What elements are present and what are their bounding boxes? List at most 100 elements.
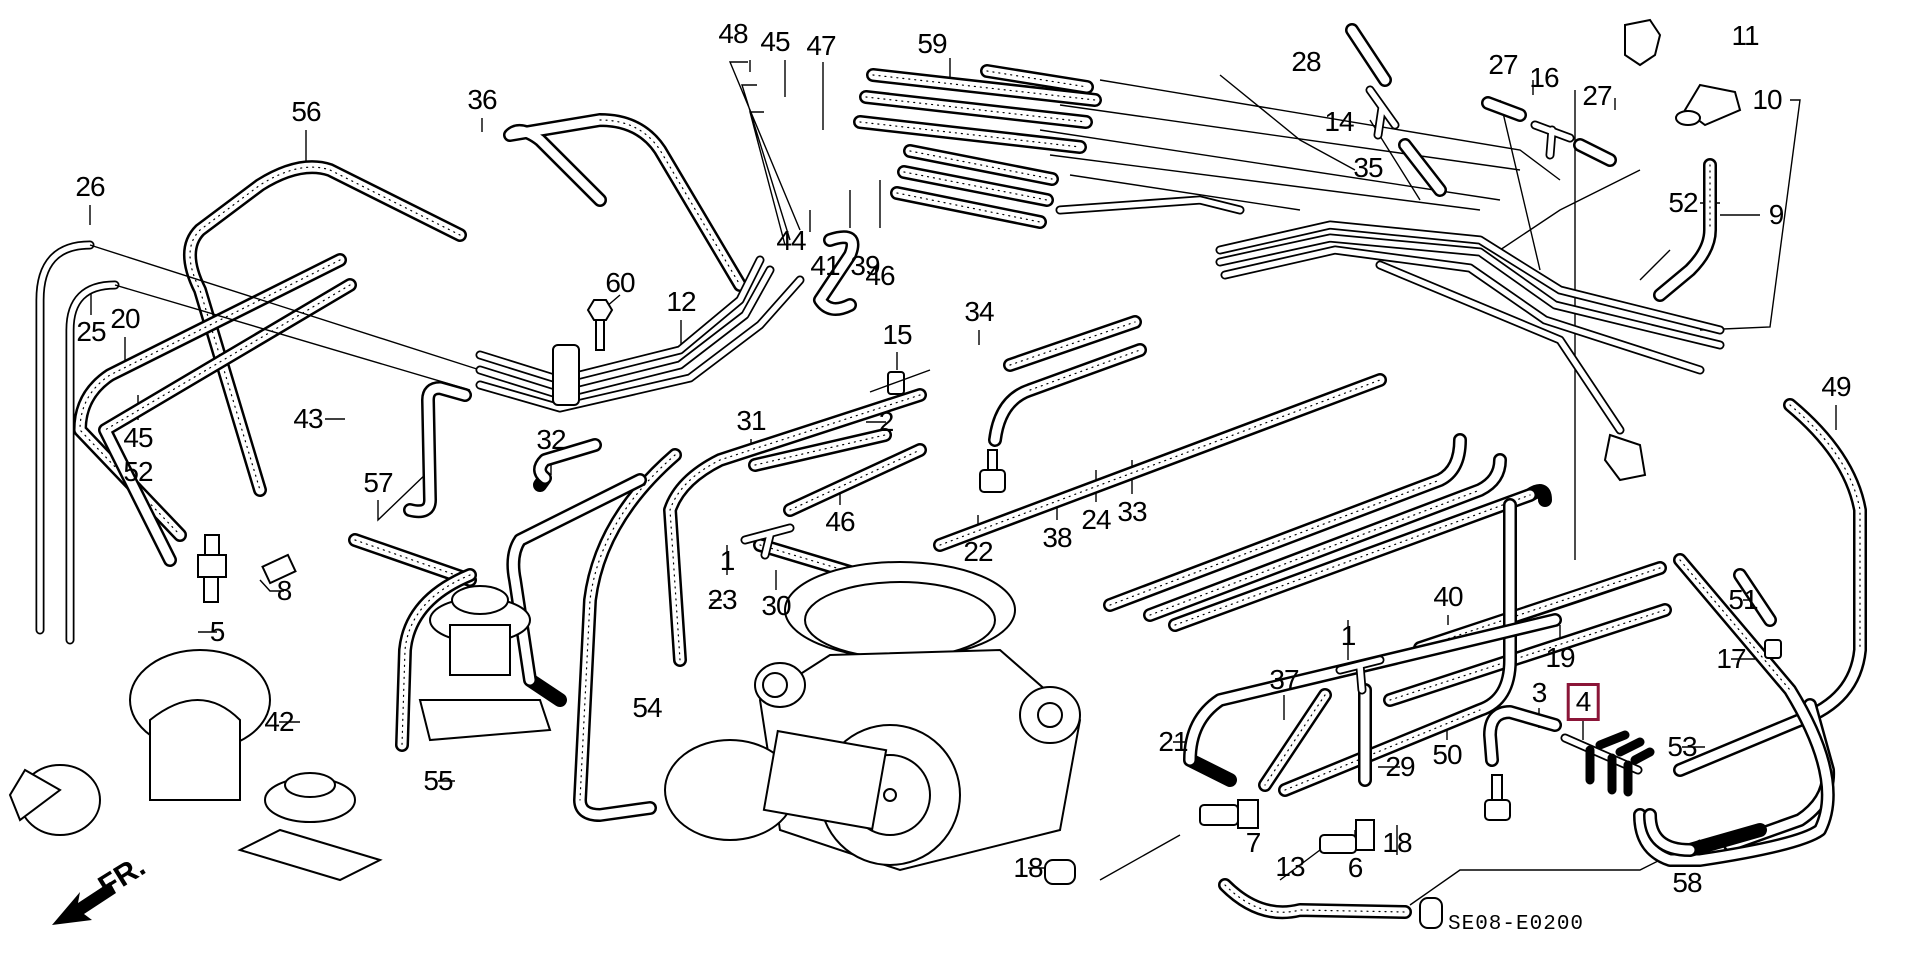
hose-42 [395,568,477,752]
callout-part-23[interactable]: 23 [707,584,737,615]
hose-59 [980,64,1094,94]
callout-part-5[interactable]: 5 [209,616,226,647]
hose-46b [783,443,927,517]
callout-part-8[interactable]: 8 [276,575,293,606]
callout-part-6[interactable]: 6 [1347,852,1364,883]
callout-part-53[interactable]: 53 [1667,731,1697,762]
callout-part-12[interactable]: 12 [666,286,696,317]
hose-28 [1345,23,1392,87]
callout-part-4[interactable]: 4 [1566,683,1600,721]
hose-58b [1643,808,1767,857]
callout-part-14[interactable]: 14 [1324,106,1354,137]
callout-part-52[interactable]: 52 [1668,187,1698,218]
hose-24 [1143,453,1507,622]
callout-part-34[interactable]: 34 [964,296,994,327]
callout-part-3[interactable]: 3 [1531,677,1548,708]
callout-part-45[interactable]: 45 [760,26,790,57]
hose-3 [1483,705,1562,767]
callout-part-36[interactable]: 36 [467,84,497,115]
hose-35 [1398,138,1447,197]
callout-part-1[interactable]: 1 [1340,620,1357,651]
sensor-8 [261,553,297,585]
callout-part-20[interactable]: 20 [110,303,140,334]
hose-33 [1168,484,1552,632]
callout-part-15[interactable]: 15 [882,319,912,350]
hose-47 [853,115,1087,154]
tee-1a [740,523,795,560]
hose-57 [348,533,477,587]
hose-40 [1413,561,1667,655]
hose-2 [988,343,1147,447]
callout-part-31[interactable]: 31 [736,405,766,436]
callout-part-9[interactable]: 9 [1768,199,1785,230]
callout-part-56[interactable]: 56 [291,96,321,127]
hose-50 [1278,498,1517,797]
callout-part-17[interactable]: 17 [1716,643,1746,674]
callout-part-11[interactable]: 11 [1731,20,1759,51]
callout-part-1[interactable]: 1 [719,545,736,576]
callout-part-16[interactable]: 16 [1529,62,1559,93]
hose-13 [1218,878,1412,920]
callout-part-57[interactable]: 57 [363,467,393,498]
callout-part-33[interactable]: 33 [1117,496,1147,527]
callout-part-47[interactable]: 47 [806,30,836,61]
callout-part-21[interactable]: 21 [1158,726,1188,757]
callout-part-30[interactable]: 30 [761,590,791,621]
callout-part-60[interactable]: 60 [605,267,635,298]
carburetor [664,561,1082,872]
clamp-18b [1419,897,1443,929]
callout-part-13[interactable]: 13 [1275,851,1305,882]
hose-32 [533,438,602,492]
callout-part-43[interactable]: 43 [293,403,323,434]
callout-part-7[interactable]: 7 [1245,827,1262,858]
tube-bundle [475,195,1725,435]
callout-part-40[interactable]: 40 [1433,581,1463,612]
callout-part-54[interactable]: 54 [632,692,662,723]
callout-part-44[interactable]: 44 [776,225,806,256]
callout-part-49[interactable]: 49 [1821,371,1851,402]
tee-1b [1335,655,1385,695]
callout-part-39[interactable]: 39 [850,250,880,281]
callout-part-18[interactable]: 18 [1013,852,1043,883]
callout-part-58[interactable]: 58 [1672,867,1702,898]
callout-part-52[interactable]: 52 [123,456,153,487]
hose-20 [73,253,347,542]
callout-part-42[interactable]: 42 [264,706,294,737]
hose-45-52 [98,278,357,567]
callout-part-37[interactable]: 37 [1269,664,1299,695]
hose-55 [573,448,682,822]
callout-part-28[interactable]: 28 [1291,46,1321,77]
hose-44 [890,186,1047,229]
callout-part-35[interactable]: 35 [1353,152,1383,183]
callout-part-45[interactable]: 45 [123,422,153,453]
hose-52a [1653,158,1717,302]
egr-control-valve [237,772,383,882]
callout-part-59[interactable]: 59 [917,28,947,59]
callout-part-25[interactable]: 25 [76,316,106,347]
sensor-7 [1199,799,1259,829]
callout-part-55[interactable]: 55 [423,765,453,796]
bracket-12 [552,344,580,406]
callout-part-26[interactable]: 26 [75,171,105,202]
callout-part-22[interactable]: 22 [963,536,993,567]
callout-part-46[interactable]: 46 [825,506,855,537]
hose-38 [1103,433,1467,612]
callout-part-29[interactable]: 29 [1385,751,1415,782]
callout-part-24[interactable]: 24 [1081,504,1111,535]
callout-part-32[interactable]: 32 [536,424,566,455]
fitting-15 [869,369,931,395]
callout-part-41[interactable]: 41 [810,250,840,281]
callout-part-51[interactable]: 51 [1728,584,1758,615]
callout-part-27[interactable]: 27 [1488,49,1518,80]
callout-part-27[interactable]: 27 [1582,80,1612,111]
hose-45 [859,90,1093,129]
callout-part-50[interactable]: 50 [1432,739,1462,770]
callout-part-48[interactable]: 48 [718,18,748,49]
callout-part-18[interactable]: 18 [1382,827,1412,858]
callout-part-38[interactable]: 38 [1042,522,1072,553]
callout-part-10[interactable]: 10 [1752,84,1782,115]
callout-part-2[interactable]: 2 [878,406,895,437]
callout-part-46[interactable]: 46 [865,260,895,291]
callout-part-19[interactable]: 19 [1545,642,1575,673]
